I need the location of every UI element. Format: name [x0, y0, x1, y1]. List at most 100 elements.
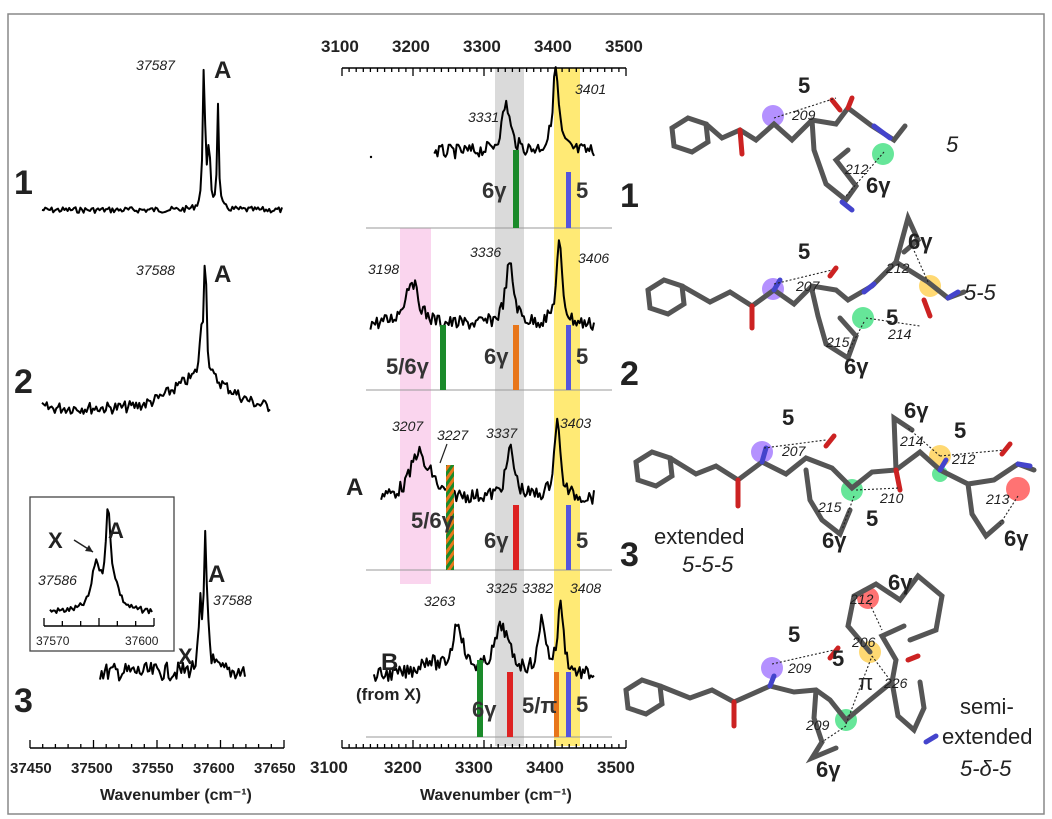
- hbond-3d: [907, 427, 941, 457]
- mol3-hb-5c: 5: [954, 418, 966, 443]
- middle-x-label: Wavenumber (cm⁻¹): [420, 787, 572, 804]
- left-tick-labels: 37450 37500 37550 37600 37650: [10, 760, 296, 777]
- stick-label-r3-5: 5: [576, 528, 588, 553]
- hbond-2: [845, 151, 885, 197]
- hbond-4e: [867, 599, 883, 631]
- left-tick-label-0: 37450: [10, 760, 52, 777]
- mol4-name-2: extended: [942, 724, 1033, 749]
- mol4-hb-5b: 5: [832, 646, 844, 671]
- mol3-hb-6g-up: 6γ: [904, 398, 929, 423]
- phenyl-ring-2: [645, 277, 687, 317]
- mol4-hb-pi: π: [858, 670, 873, 695]
- left-ticks: [29, 740, 285, 748]
- left-peak-3-value: 37588: [213, 592, 252, 608]
- top-tick-label-0: 3100: [321, 37, 359, 56]
- mid-peak-3263: 3263: [424, 593, 455, 609]
- inset-label-value: 37586: [38, 572, 77, 588]
- nitrogen-blue-2b: [861, 281, 877, 295]
- ring-upper-3: [891, 413, 915, 473]
- mol4-name-3: 5-δ-5: [960, 756, 1012, 781]
- top-tick-label-3: 3400: [534, 37, 572, 56]
- mid-spectrum-2: [369, 239, 595, 331]
- backbone-3: [667, 448, 1037, 492]
- stick-labels: 6γ 5 5/6γ 6γ 5 5/6γ 6γ 5 6γ 5/π 5: [386, 178, 588, 722]
- left-row-3: 3: [14, 682, 33, 720]
- mid-peak-3406: 3406: [578, 250, 609, 266]
- stick-r2-6g: [513, 325, 519, 390]
- left-tick-label-2: 37550: [132, 760, 174, 777]
- mol3-name-1: extended: [654, 524, 745, 549]
- mol3-hb-215: 215: [817, 499, 842, 515]
- left-spectrum-1: [41, 68, 283, 214]
- hbond-3c: [855, 487, 901, 491]
- left-peak-2-value: 37588: [136, 262, 175, 278]
- inset-label-x: X: [48, 528, 63, 553]
- mid-peak-3337: 3337: [486, 425, 518, 441]
- mol4-name-1: semi-: [960, 694, 1014, 719]
- stick-label-r2-6g: 6γ: [484, 344, 509, 369]
- stick-markers: [440, 150, 571, 737]
- bottom-tick-label-0: 3100: [310, 758, 348, 777]
- middle-spectra: [369, 66, 595, 682]
- hbond-4b: [821, 725, 847, 743]
- mid-spectrum-4: [372, 599, 595, 682]
- hbond-2b: [847, 321, 865, 353]
- ring-upper-4: [845, 572, 945, 655]
- hbond-1: [773, 97, 837, 119]
- mol2-hb-6g-up: 6γ: [908, 229, 933, 254]
- backbone-2: [679, 258, 967, 310]
- oxygen-red-4c: [905, 653, 921, 663]
- hl-purple: [762, 105, 784, 127]
- mol3-name-2: 5-5-5: [682, 552, 734, 577]
- backbone-4: [657, 623, 907, 724]
- left-inset: 37570 37600 X A 37586: [29, 496, 175, 652]
- hbond-3e: [939, 449, 1005, 457]
- mid-row-3: 3: [620, 536, 639, 574]
- band-pink: [400, 228, 431, 584]
- oxygen-red-2: [737, 127, 745, 157]
- mol3-hb-212: 212: [951, 451, 976, 467]
- left-spectra: [41, 68, 283, 682]
- mid-spectrum-dot: [369, 155, 373, 159]
- left-tick-label-3: 37600: [193, 760, 235, 777]
- stick-r2-56g: [440, 325, 446, 390]
- mol4-hb-6g: 6γ: [816, 757, 841, 782]
- molecule-5: 5 209 212 6γ 5: [669, 73, 959, 213]
- nitrogen-blue-2c: [945, 289, 961, 301]
- peak-3227-leader: [439, 443, 448, 464]
- left-peak-1-letter: A: [214, 57, 231, 84]
- nitrogen-blue-1: [871, 123, 893, 141]
- stick-r4-5: [566, 672, 571, 737]
- mid-spectrum-3: [380, 417, 595, 505]
- stick-r4-red: [507, 672, 513, 737]
- mol4-hb-209b: 209: [805, 717, 830, 733]
- mol1-hb-6g: 6γ: [866, 173, 891, 198]
- phenyl-ring-4: [623, 677, 665, 717]
- mol1-name: 5: [946, 132, 959, 157]
- mol4-hb-206: 206: [851, 634, 876, 650]
- left-tick-label-1: 37500: [71, 760, 113, 777]
- inset-label-a: A: [108, 518, 124, 543]
- hbond-4a: [771, 649, 835, 665]
- inset-trace: [49, 508, 153, 615]
- hl-green-2: [852, 307, 874, 329]
- left-spectrum-2: [41, 264, 271, 415]
- ring-right-4: [889, 679, 927, 735]
- mid-peak-3331: 3331: [468, 109, 499, 125]
- top-tick-label-2: 3300: [463, 37, 501, 56]
- bottom-tick-label-2: 3300: [455, 758, 493, 777]
- mol4-hb-212: 212: [849, 591, 874, 607]
- mid-peak-3198: 3198: [368, 261, 399, 277]
- mol2-hb-215: 215: [825, 334, 850, 350]
- mol3-hb-6g-right: 6γ: [1004, 526, 1029, 551]
- hl-red-3: [1006, 477, 1030, 501]
- mid-peak-3382: 3382: [522, 580, 553, 596]
- oxygen-red-2b: [827, 265, 839, 279]
- mol1-hb-5: 5: [798, 73, 810, 98]
- bottom-tick-label-1: 3200: [384, 758, 422, 777]
- phenyl-ring-3: [633, 449, 675, 489]
- left-panel: 1 2 3 37587 A 37588 A A 37588 X 37570 37…: [10, 57, 296, 804]
- molecule-extended-5-5-5: 5 207 215 5 210 214 5 212 213 6γ 6γ 6γ e…: [633, 398, 1037, 577]
- stick-r3-6g: [513, 505, 519, 570]
